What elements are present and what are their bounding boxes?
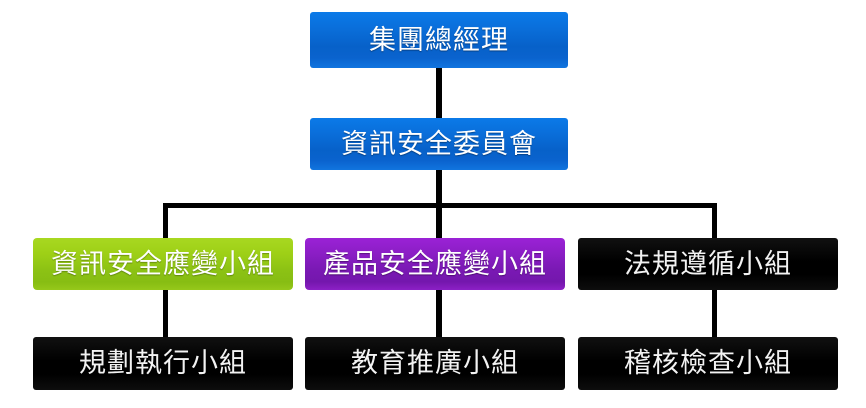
connector-product-to-education	[436, 288, 442, 339]
node-label-information-security-response-team: 資訊安全應變小組	[51, 248, 275, 280]
node-group-general-manager[interactable]: 集團總經理	[310, 12, 568, 68]
node-information-security-committee[interactable]: 資訊安全委員會	[310, 118, 568, 170]
node-label-group-general-manager: 集團總經理	[369, 24, 509, 56]
node-planning-execution-team[interactable]: 規劃執行小組	[33, 337, 293, 390]
node-label-regulatory-compliance-team: 法規遵循小組	[624, 248, 792, 280]
connector-infosec-to-planning	[163, 288, 168, 339]
node-label-planning-execution-team: 規劃執行小組	[79, 348, 247, 379]
node-label-audit-inspection-team: 稽核檢查小組	[624, 348, 792, 379]
connector-manager-to-committee	[436, 66, 442, 120]
node-product-safety-response-team[interactable]: 產品安全應變小組	[305, 238, 565, 290]
node-audit-inspection-team[interactable]: 稽核檢查小組	[578, 337, 838, 390]
node-label-education-promotion-team: 教育推廣小組	[351, 348, 519, 379]
connector-bus-to-infosec-response	[163, 203, 168, 240]
node-information-security-response-team[interactable]: 資訊安全應變小組	[33, 238, 293, 290]
node-education-promotion-team[interactable]: 教育推廣小組	[305, 337, 565, 390]
node-label-product-safety-response-team: 產品安全應變小組	[323, 248, 547, 280]
connector-committee-to-bus	[436, 168, 442, 208]
node-regulatory-compliance-team[interactable]: 法規遵循小組	[578, 238, 838, 290]
node-label-information-security-committee: 資訊安全委員會	[341, 128, 537, 160]
connector-bus-to-product-safety	[436, 203, 442, 240]
connector-regulatory-to-audit	[712, 288, 717, 339]
connector-bus-to-regulatory-compliance	[712, 203, 717, 240]
